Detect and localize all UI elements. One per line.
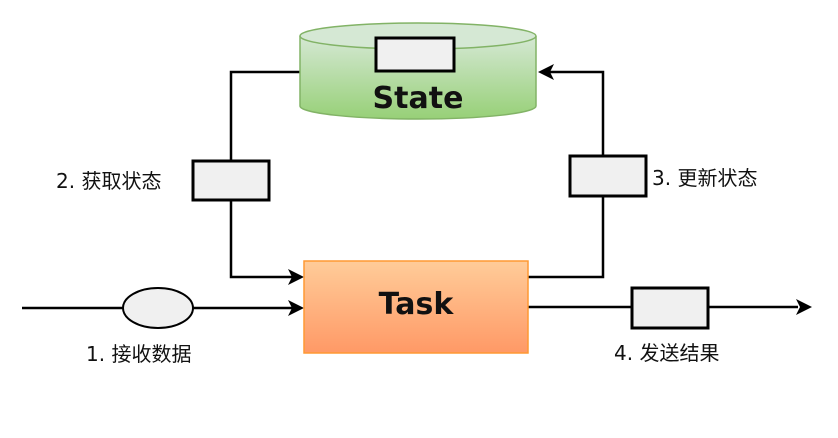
step-label-get-state: 2. 获取状态 (56, 169, 162, 193)
input-data-token (122, 287, 194, 329)
task-title: Task (378, 287, 454, 322)
state-title: State (372, 81, 464, 116)
output-result-token (630, 286, 710, 330)
state-store (299, 22, 537, 120)
update-state-arrowhead (538, 64, 554, 80)
step-label-receive: 1. 接收数据 (86, 342, 192, 366)
input-arrowhead (288, 300, 304, 316)
step-label-send-result: 4. 发送结果 (614, 341, 720, 365)
arrowheads (288, 64, 812, 316)
task-box (303, 260, 529, 354)
output-arrowhead (796, 299, 812, 315)
state-token (374, 36, 456, 73)
get-state-arrowhead (288, 269, 304, 285)
step-label-update-state: 3. 更新状态 (652, 166, 758, 190)
update-state-token (568, 154, 648, 198)
state-cylinder-body (299, 36, 537, 120)
get-state-token (191, 159, 271, 202)
